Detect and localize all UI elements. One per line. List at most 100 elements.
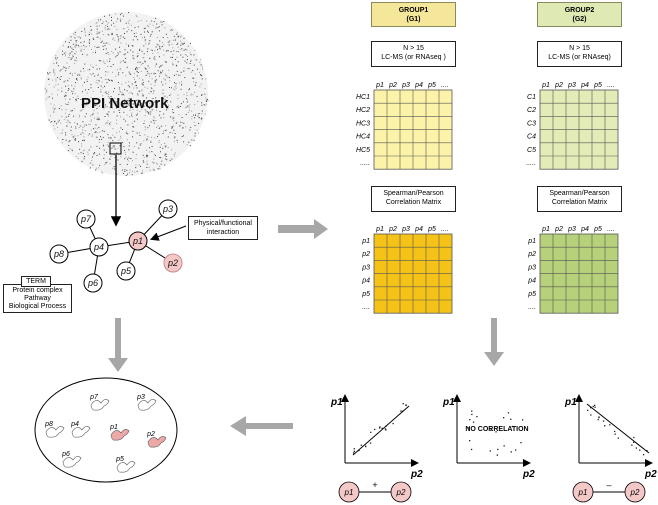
group2-corr-matrix-col-label: p3 [567, 226, 576, 233]
ppi-dot [119, 91, 121, 93]
ppi-dot [136, 75, 138, 77]
ppi-dot [77, 158, 79, 160]
ppi-dot [93, 101, 95, 103]
ppi-dot [180, 121, 182, 123]
ppi-dot [109, 60, 111, 62]
ppi-dot [142, 161, 144, 163]
ppi-dot [137, 99, 139, 101]
ppi-dot [59, 77, 61, 79]
term-box: Protein complex Pathway Biological Proce… [3, 284, 72, 313]
ppi-dot [167, 101, 168, 103]
ppi-dot [73, 137, 75, 139]
ppi-dot [106, 161, 108, 163]
ppi-dot [57, 89, 59, 91]
pair-sign: + [372, 480, 377, 490]
network-node-label-p6: p6 [87, 278, 98, 288]
ppi-dot [91, 119, 92, 121]
ppi-dot [96, 33, 98, 35]
ppi-dot [143, 57, 145, 58]
ppi-dot [179, 106, 181, 107]
module-glyph-p2 [147, 436, 167, 448]
ppi-dot [48, 119, 50, 121]
ppi-dot [103, 48, 105, 50]
scatter-point [468, 427, 470, 429]
ppi-dot [77, 44, 79, 46]
ppi-dot [130, 158, 132, 159]
ppi-dot [99, 118, 100, 120]
ppi-dot [160, 163, 162, 165]
ppi-dot [137, 94, 139, 96]
ppi-dot [136, 170, 138, 172]
ppi-dot [109, 107, 111, 109]
ppi-dot [146, 160, 148, 162]
ppi-dot [153, 116, 154, 118]
ppi-dot [50, 121, 52, 123]
module-label-p5: p5 [115, 456, 124, 463]
ppi-dot [132, 126, 134, 128]
ppi-dot [76, 60, 78, 62]
ppi-dot [90, 161, 92, 163]
ppi-dot [46, 90, 48, 92]
ppi-dot [107, 66, 108, 67]
ppi-dot [148, 106, 149, 108]
ppi-dot [64, 103, 66, 105]
ppi-network-cloud [44, 12, 209, 176]
ppi-dot [81, 85, 83, 87]
ppi-dot [120, 18, 122, 20]
ppi-dot [126, 169, 128, 171]
ppi-dot [114, 146, 116, 148]
ppi-dot [75, 98, 77, 100]
ppi-dot [74, 45, 76, 47]
ppi-dot [50, 103, 52, 105]
ppi-dot [116, 123, 118, 125]
ppi-dot [101, 22, 103, 24]
scatter-point [495, 431, 497, 433]
ppi-dot [164, 130, 166, 131]
ppi-dot [121, 143, 123, 145]
ppi-dot [78, 153, 80, 155]
group1-corr-box: Spearman/Pearson Correlation Matrix [371, 186, 456, 212]
ppi-dot [167, 108, 169, 110]
ppi-dot [68, 141, 70, 143]
ppi-dot [106, 23, 108, 25]
ppi-dot [185, 54, 187, 56]
scatter-point [489, 450, 491, 452]
ppi-dot [63, 81, 65, 83]
ppi-dot [144, 115, 146, 117]
group1-sample-matrix-col-label: p1 [375, 82, 384, 89]
ppi-dot [94, 132, 96, 134]
ppi-dot [60, 132, 62, 134]
ppi-dot [136, 68, 138, 70]
ppi-dot [147, 136, 149, 137]
ppi-dot [102, 21, 104, 23]
ppi-dot [135, 32, 137, 34]
ppi-dot [160, 65, 162, 67]
ppi-dot [149, 147, 151, 149]
ppi-dot [90, 115, 92, 117]
ppi-dot [152, 168, 154, 170]
ppi-dot [134, 171, 136, 173]
ppi-dot [103, 157, 105, 159]
ppi-dot [158, 26, 160, 28]
ppi-dot [73, 33, 75, 35]
ppi-dot [124, 89, 125, 91]
ppi-dot [128, 102, 130, 104]
ppi-dot [65, 134, 67, 136]
ppi-dot [164, 143, 166, 144]
ppi-network-title: PPI Network [81, 95, 169, 112]
ppi-dot [107, 79, 109, 81]
ppi-dot [161, 160, 163, 162]
ppi-dot [187, 45, 189, 47]
ppi-dot [64, 80, 66, 82]
scatter-point [402, 403, 404, 405]
ppi-dot [129, 109, 131, 111]
scatter-point [633, 436, 635, 439]
ppi-dot [164, 79, 166, 81]
ppi-dot [72, 54, 74, 56]
flow-arrows [108, 155, 504, 436]
ppi-dot [131, 116, 133, 118]
ppi-dot [117, 147, 119, 149]
ppi-dot [91, 29, 92, 30]
ppi-dot [106, 144, 108, 146]
ppi-dot [97, 82, 99, 84]
